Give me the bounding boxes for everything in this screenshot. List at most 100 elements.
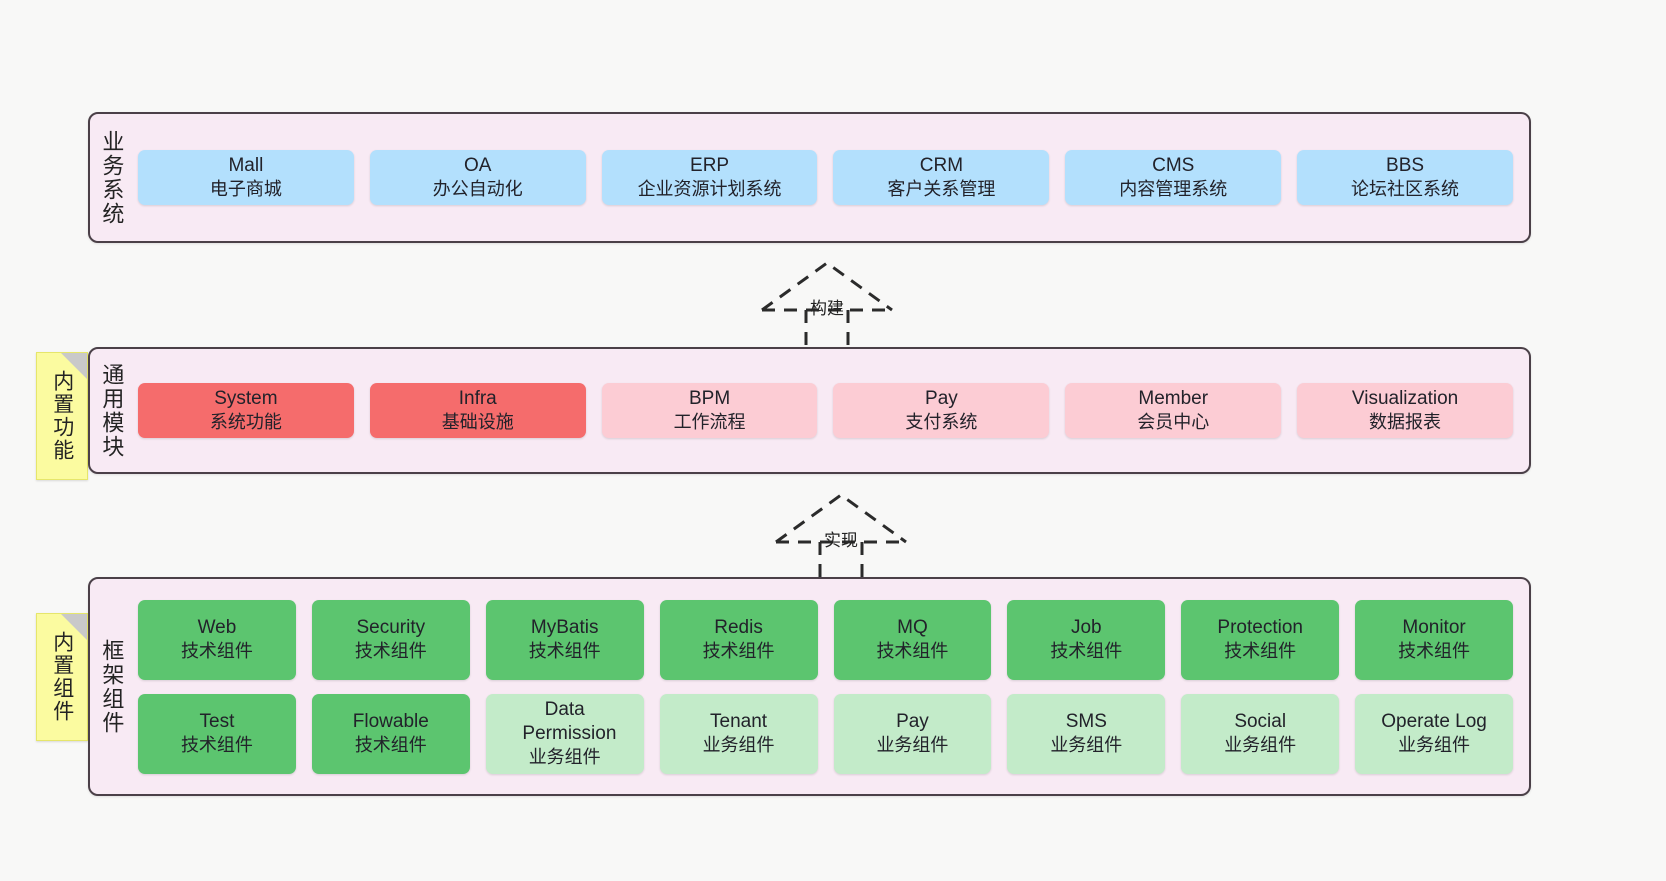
node-crm[interactable]: CRM 客户关系管理 <box>833 149 1050 206</box>
node-security-cn: 技术组件 <box>354 641 427 662</box>
row-common-modules: System 系统功能 Infra 基础设施 BPM 工作流程 Pay 支付系统… <box>138 382 1513 439</box>
node-oa-en: OA <box>464 154 492 176</box>
node-mq[interactable]: MQ 技术组件 <box>833 599 992 680</box>
node-oa-cn: 办公自动化 <box>432 179 523 200</box>
node-cms-en: CMS <box>1152 154 1195 176</box>
node-operate-log[interactable]: Operate Log 业务组件 <box>1355 693 1513 774</box>
node-job-en: Job <box>1070 616 1102 638</box>
node-crm-en: CRM <box>919 154 964 176</box>
node-cms-cn: 内容管理系统 <box>1119 179 1228 200</box>
node-data-permission-cn: 业务组件 <box>528 747 601 768</box>
note-builtin-components-label: 内置组件 <box>50 631 74 723</box>
node-infra[interactable]: Infra 基础设施 <box>369 382 586 439</box>
note-builtin-features: 内置功能 <box>36 352 88 480</box>
node-flowable[interactable]: Flowable 技术组件 <box>311 693 470 774</box>
node-bbs[interactable]: BBS 论坛社区系统 <box>1297 149 1513 206</box>
node-security-en: Security <box>356 616 426 638</box>
node-test-en: Test <box>199 710 235 732</box>
node-operate-log-cn: 业务组件 <box>1398 735 1471 756</box>
node-erp-cn: 企业资源计划系统 <box>637 179 782 200</box>
note-builtin-features-label: 内置功能 <box>50 370 74 462</box>
node-erp[interactable]: ERP 企业资源计划系统 <box>601 149 818 206</box>
node-pay-component[interactable]: Pay 业务组件 <box>833 693 992 774</box>
row-tech-components: Web 技术组件 Security 技术组件 MyBatis 技术组件 Redi… <box>138 599 1513 680</box>
node-social-cn: 业务组件 <box>1224 735 1297 756</box>
node-visualization[interactable]: Visualization 数据报表 <box>1297 382 1513 439</box>
node-bpm-cn: 工作流程 <box>673 412 746 433</box>
node-visualization-cn: 数据报表 <box>1369 412 1442 433</box>
layer-body-business-systems: Mall 电子商城 OA 办公自动化 ERP 企业资源计划系统 CRM 客户关系… <box>132 114 1529 241</box>
node-erp-en: ERP <box>690 154 730 176</box>
node-system-cn: 系统功能 <box>209 412 282 433</box>
node-system-en: System <box>214 387 278 409</box>
connector-implement-label: 实现 <box>824 531 858 550</box>
node-pay-module-cn: 支付系统 <box>905 412 978 433</box>
node-bbs-cn: 论坛社区系统 <box>1351 179 1460 200</box>
node-job[interactable]: Job 技术组件 <box>1007 599 1166 680</box>
node-protection[interactable]: Protection 技术组件 <box>1181 599 1340 680</box>
node-social[interactable]: Social 业务组件 <box>1181 693 1340 774</box>
node-bpm-en: BPM <box>688 387 731 409</box>
node-redis-en: Redis <box>714 616 763 638</box>
node-mall-en: Mall <box>228 154 264 176</box>
node-mq-cn: 技术组件 <box>876 641 949 662</box>
node-crm-cn: 客户关系管理 <box>887 179 996 200</box>
row-business-components: Test 技术组件 Flowable 技术组件 Data Permission … <box>138 693 1513 774</box>
node-bpm[interactable]: BPM 工作流程 <box>601 382 818 439</box>
node-monitor-en: Monitor <box>1402 616 1466 638</box>
node-member-cn: 会员中心 <box>1137 412 1210 433</box>
layer-title-common-modules: 通用模块 <box>99 362 125 459</box>
node-protection-en: Protection <box>1217 616 1303 638</box>
node-operate-log-en: Operate Log <box>1381 710 1487 732</box>
node-oa[interactable]: OA 办公自动化 <box>369 149 586 206</box>
layer-framework-components[interactable]: 框架组件 Web 技术组件 Security 技术组件 MyBatis 技术组件… <box>88 577 1531 796</box>
layer-body-framework-components: Web 技术组件 Security 技术组件 MyBatis 技术组件 Redi… <box>132 579 1529 794</box>
node-tenant-en: Tenant <box>710 710 768 732</box>
layer-business-systems[interactable]: 业务系统 Mall 电子商城 OA 办公自动化 ERP 企业资源计划系统 CRM… <box>88 112 1531 243</box>
node-mybatis[interactable]: MyBatis 技术组件 <box>485 599 644 680</box>
node-tenant[interactable]: Tenant 业务组件 <box>659 693 818 774</box>
connector-build: 构建 <box>752 258 912 350</box>
node-test-cn: 技术组件 <box>180 735 253 756</box>
node-security[interactable]: Security 技术组件 <box>311 599 470 680</box>
node-infra-cn: 基础设施 <box>441 412 514 433</box>
layer-title-framework-components: 框架组件 <box>99 638 125 735</box>
node-redis[interactable]: Redis 技术组件 <box>659 599 818 680</box>
node-cms[interactable]: CMS 内容管理系统 <box>1065 149 1282 206</box>
node-member[interactable]: Member 会员中心 <box>1065 382 1282 439</box>
connector-implement: 实现 <box>766 490 926 582</box>
node-web-en: Web <box>197 616 237 638</box>
node-monitor[interactable]: Monitor 技术组件 <box>1355 599 1513 680</box>
note-builtin-components: 内置组件 <box>36 613 88 741</box>
node-pay-component-cn: 业务组件 <box>876 735 949 756</box>
layer-common-modules[interactable]: 通用模块 System 系统功能 Infra 基础设施 BPM 工作流程 Pay… <box>88 347 1531 474</box>
node-pay-component-en: Pay <box>896 710 929 732</box>
node-flowable-en: Flowable <box>352 710 429 732</box>
node-sms-en: SMS <box>1065 710 1107 732</box>
node-mall[interactable]: Mall 电子商城 <box>138 149 354 206</box>
node-job-cn: 技术组件 <box>1050 641 1123 662</box>
node-protection-cn: 技术组件 <box>1224 641 1297 662</box>
node-flowable-cn: 技术组件 <box>354 735 427 756</box>
node-mybatis-cn: 技术组件 <box>528 641 601 662</box>
node-test[interactable]: Test 技术组件 <box>138 693 296 774</box>
node-system[interactable]: System 系统功能 <box>138 382 354 439</box>
node-data-permission[interactable]: Data Permission 业务组件 <box>485 693 644 774</box>
node-sms[interactable]: SMS 业务组件 <box>1007 693 1166 774</box>
node-pay-module-en: Pay <box>925 387 958 409</box>
node-web[interactable]: Web 技术组件 <box>138 599 296 680</box>
node-bbs-en: BBS <box>1386 154 1425 176</box>
node-monitor-cn: 技术组件 <box>1398 641 1471 662</box>
note-fold-icon <box>61 614 87 640</box>
node-visualization-en: Visualization <box>1351 387 1459 409</box>
node-social-en: Social <box>1234 710 1287 732</box>
note-fold-icon <box>61 353 87 379</box>
node-mybatis-en: MyBatis <box>530 616 599 638</box>
node-mq-en: MQ <box>897 616 928 638</box>
row-business-systems: Mall 电子商城 OA 办公自动化 ERP 企业资源计划系统 CRM 客户关系… <box>138 149 1513 206</box>
layer-body-common-modules: System 系统功能 Infra 基础设施 BPM 工作流程 Pay 支付系统… <box>132 349 1529 472</box>
node-tenant-cn: 业务组件 <box>702 735 775 756</box>
node-pay-module[interactable]: Pay 支付系统 <box>833 382 1050 439</box>
node-data-permission-en: Data Permission <box>522 698 617 744</box>
node-web-cn: 技术组件 <box>180 641 253 662</box>
